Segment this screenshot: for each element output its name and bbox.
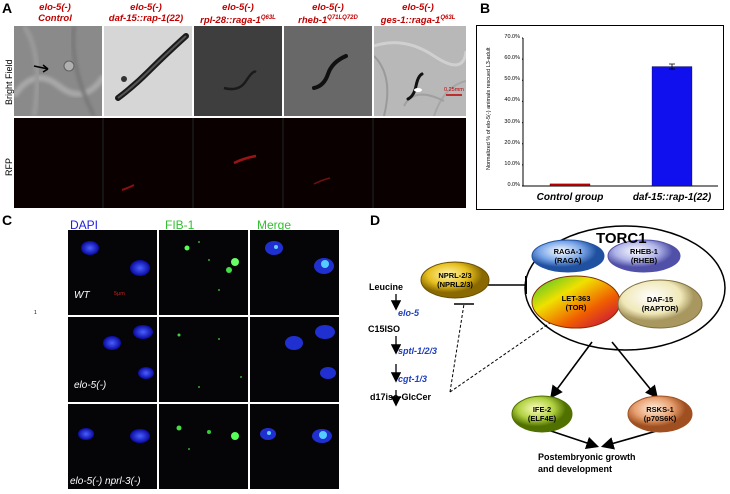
col-header-transgene: rpl-28::raga-1 [200, 15, 261, 27]
panel-a-letter: A [2, 0, 13, 16]
col-header-mutation: Q71LQ72D [327, 15, 358, 21]
row-label-wt: WT [74, 290, 90, 301]
panel-a-col-header-5: elo-5(-) ges-1::raga-1Q63L [372, 2, 464, 26]
let363-name: LET-363 [561, 294, 591, 303]
scale-label: 5µm [114, 291, 125, 297]
raga-name: RAGA-1 [553, 247, 583, 256]
header-merge: Merge [257, 218, 292, 232]
header-fib1: FIB-1 [165, 218, 195, 232]
daf15-human: (RAPTOR) [641, 304, 679, 313]
bright-field-image-rheb1 [284, 26, 374, 116]
row-label-elo5-nprl3: elo-5(-) nprl-3(-) [70, 476, 141, 487]
panel-b-letter: B [480, 0, 491, 16]
pathway-leucine: Leucine [369, 282, 404, 292]
micrograph-nprl3-merge [250, 404, 339, 489]
rsks-human: (p70S6K) [643, 414, 677, 423]
torc1-label: TORC1 [596, 230, 647, 247]
panel-d-letter: D [370, 212, 381, 228]
y-tick-label: 40.0% [504, 97, 520, 104]
row-label-bright-field: Bright Field [4, 59, 14, 105]
error-bar-1 [669, 63, 675, 70]
col-header-mutation: Q63L [260, 15, 276, 21]
pathway-elo5: elo-5 [398, 308, 420, 318]
panel-a-col-header-2: elo-5(-) daf-15::rap-1(22) [100, 2, 192, 24]
y-tick-label: 20.0% [504, 139, 520, 146]
ife2-label: IFE-2 (ELF4E) [512, 405, 572, 423]
rfp-image-control [14, 118, 104, 208]
rsks-label: RSKS-1 (p70S6K) [628, 405, 692, 423]
panel-a-col-header-4: elo-5(-) rheb-1Q71LQ72D [282, 2, 374, 26]
col-header-genotype: elo-5(-) [402, 2, 434, 13]
col-header-transgene: ges-1::raga-1 [380, 15, 441, 27]
outcome-line-1: Postembryonic growth [538, 452, 636, 462]
micrograph-nprl3-fib1 [159, 404, 248, 489]
bright-field-image-daf15 [104, 26, 194, 116]
panel-a-col-header-1: elo-5(-) Control [9, 2, 101, 24]
rfp-image-daf15 [104, 118, 194, 208]
col-header-transgene: daf-15::rap-1(22) [108, 13, 184, 24]
y-tick-label: 50.0% [504, 76, 520, 83]
y-tick-label: 70.0% [504, 34, 520, 40]
col-header-mutation: Q63L [440, 15, 456, 21]
panel-a-col-header-3: elo-5(-) rpl-28::raga-1Q63L [190, 2, 286, 26]
row-label-elo5: elo-5(-) [74, 380, 107, 391]
bright-field-image-control [14, 26, 104, 116]
y-tick-label: 10.0% [504, 160, 520, 167]
col-header-genotype: elo-5(-) [39, 2, 71, 13]
pathway-diagram [390, 225, 726, 450]
outcome-line-2: and development [538, 464, 613, 474]
nprl-label: NPRL-2/3 (NPRL2/3) [421, 271, 489, 289]
rsks-name: RSKS-1 [646, 405, 674, 414]
col-header-genotype: elo-5(-) [222, 2, 254, 13]
chart-category-daf15: daf-15::rap-1(22) [632, 192, 712, 203]
y-tick-label: 0.0% [507, 182, 520, 188]
micrograph-wt-dapi: 5µm [68, 230, 157, 315]
rheb-label: RHEB-1 (RHEB) [608, 247, 680, 265]
header-dapi: DAPI [70, 218, 99, 232]
rheb-name: RHEB-1 [630, 247, 658, 256]
rfp-image-ges1 [374, 118, 466, 208]
col-header-genotype: elo-5(-) [312, 2, 344, 13]
rfp-image-rheb1 [284, 118, 374, 208]
raga-label: RAGA-1 (RAGA) [532, 247, 604, 265]
row-label-rfp: RFP [4, 158, 14, 176]
rfp-image-rpl28 [194, 118, 284, 208]
let363-label: LET-363 (TOR) [536, 294, 616, 312]
micrograph-wt-merge [250, 230, 339, 315]
col-header-transgene: rheb-1 [298, 15, 328, 27]
col-header-transgene: Control [38, 13, 72, 24]
micrograph-wt-fib1 [159, 230, 248, 315]
bright-field-image-ges1: 0.25mm [374, 26, 466, 116]
chart-frame [476, 25, 724, 210]
y-tick-label: 30.0% [504, 118, 520, 125]
nprl-human: (NPRL2/3) [437, 280, 473, 289]
bar-chart [522, 37, 718, 187]
nprl-name: NPRL-2/3 [438, 271, 472, 280]
stray-mark: 1 [34, 310, 37, 316]
micrograph-elo5-dapi [68, 317, 157, 402]
chart-y-axis-label: Normalized % of elo-5(-) animals rescued… [486, 47, 492, 170]
micrograph-elo5-merge [250, 317, 339, 402]
scale-bar-label: 0.25mm [444, 87, 464, 93]
panel-c-letter: C [2, 212, 13, 228]
y-tick-label: 60.0% [504, 55, 520, 62]
chart-category-control: Control group [536, 192, 604, 203]
pathway-d17iso: d17iso-GlcCer [370, 392, 432, 402]
micrograph-nprl3-dapi [68, 404, 157, 489]
daf15-label: DAF-15 (RAPTOR) [620, 295, 700, 313]
ife2-human: (ELF4E) [527, 414, 557, 423]
rheb-human: (RHEB) [630, 256, 658, 265]
pathway-cgt: cgt-1/3 [398, 374, 428, 384]
ife2-name: IFE-2 [532, 405, 552, 414]
bar-1 [651, 66, 693, 187]
pathway-sptl: sptl-1/2/3 [398, 346, 438, 356]
daf15-name: DAF-15 [646, 295, 674, 304]
bright-field-image-rpl28 [194, 26, 284, 116]
micrograph-elo5-fib1 [159, 317, 248, 402]
let363-human: (TOR) [565, 303, 587, 312]
pathway-c15iso: C15ISO [368, 324, 401, 334]
raga-human: (RAGA) [554, 256, 582, 265]
bar-0 [549, 183, 591, 187]
col-header-genotype: elo-5(-) [130, 2, 162, 13]
